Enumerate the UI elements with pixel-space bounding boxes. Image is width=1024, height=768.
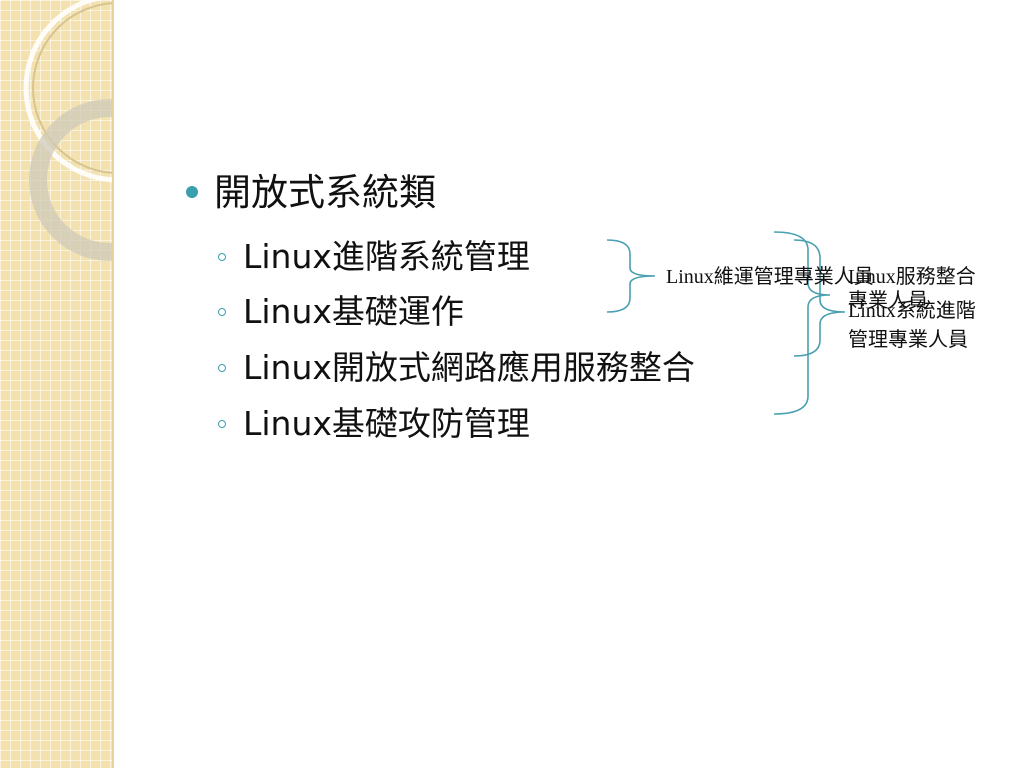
label-advanced-line1: Linux系統進階: [848, 300, 976, 322]
sub-bullet-circle-icon: [218, 253, 226, 261]
sub-bullet-item: Linux開放式網路應用服務整合: [243, 348, 695, 387]
main-bullet-text: 開放式系統類: [214, 171, 436, 214]
sub-bullet-circle-icon: [218, 420, 226, 428]
brace-small: [606, 239, 656, 313]
bullet-dot-icon: [186, 186, 198, 198]
sub-bullet-circle-icon: [218, 364, 226, 372]
sidebar-edge: [112, 0, 114, 768]
label-service-line2: 專業人員: [848, 290, 928, 312]
label-maintenance: Linux維運管理專業人員: [666, 266, 874, 288]
decorative-sidebar: [0, 0, 113, 768]
brace-right: [793, 239, 846, 357]
label-service-line1: Linux服務整合: [848, 266, 976, 288]
decorative-rings-icon: [23, 0, 113, 261]
label-advanced-line2: 管理專業人員: [848, 329, 968, 351]
brace-large: [773, 231, 831, 415]
sub-bullet-item: Linux基礎運作: [243, 292, 464, 331]
sub-bullet-circle-icon: [218, 308, 226, 316]
sub-bullet-item: Linux進階系統管理: [243, 237, 530, 276]
sub-bullet-item: Linux基礎攻防管理: [243, 404, 530, 443]
